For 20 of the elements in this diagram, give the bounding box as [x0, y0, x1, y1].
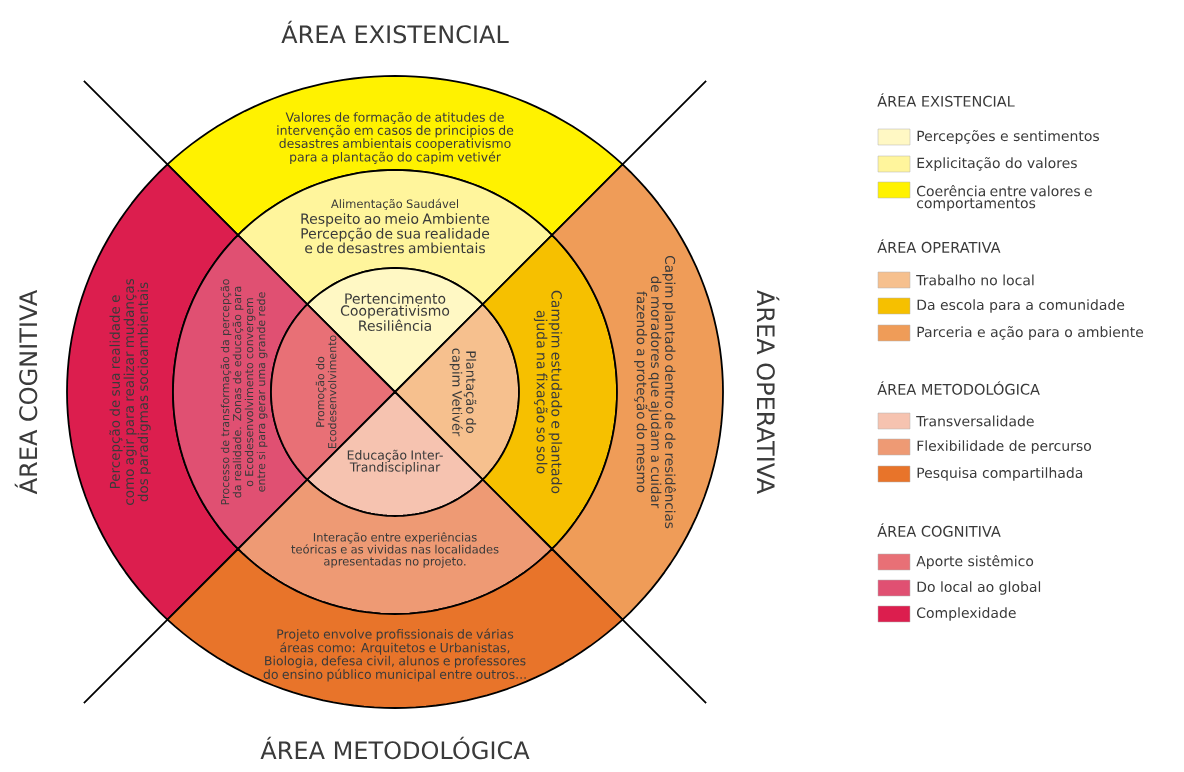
legend-heading: ÁREA METODOLÓGICA [877, 381, 1040, 395]
legend-heading: ÁREA OPERATIVA [877, 239, 1001, 253]
legend-label: Explicitação do valores [917, 157, 1077, 171]
area-title: ÁREA OPERATIVA [756, 290, 780, 494]
area-title: ÁREA METODOLÓGICA [260, 736, 530, 760]
legend-label: Da escola para a comunidade [917, 299, 1125, 313]
legend-label: Complexidade [917, 607, 1016, 621]
legend-label: Parceria e ação para o ambiente [917, 326, 1144, 340]
legend-label: Aporte sistêmico [916, 554, 1034, 570]
area-title: ÁREA EXISTENCIAL [281, 20, 509, 44]
legend-heading: ÁREA COGNITIVA [877, 523, 1001, 537]
legend-label: Trabalho no local [916, 274, 1034, 286]
legend-heading: ÁREA EXISTENCIAL [877, 93, 1015, 107]
legend-label: Flexibilidade de percurso [917, 440, 1091, 454]
area-title: ÁREA COGNITIVA [14, 289, 38, 495]
legend-label: Coerência entre valores e comportamentos [917, 184, 1092, 212]
legend-label: Percepções e sentimentos [917, 130, 1100, 144]
legend-label: Transversalidade [916, 415, 1034, 427]
legend-label: Do local ao global [917, 581, 1041, 595]
legend-label: Pesquisa compartilhada [917, 467, 1083, 481]
